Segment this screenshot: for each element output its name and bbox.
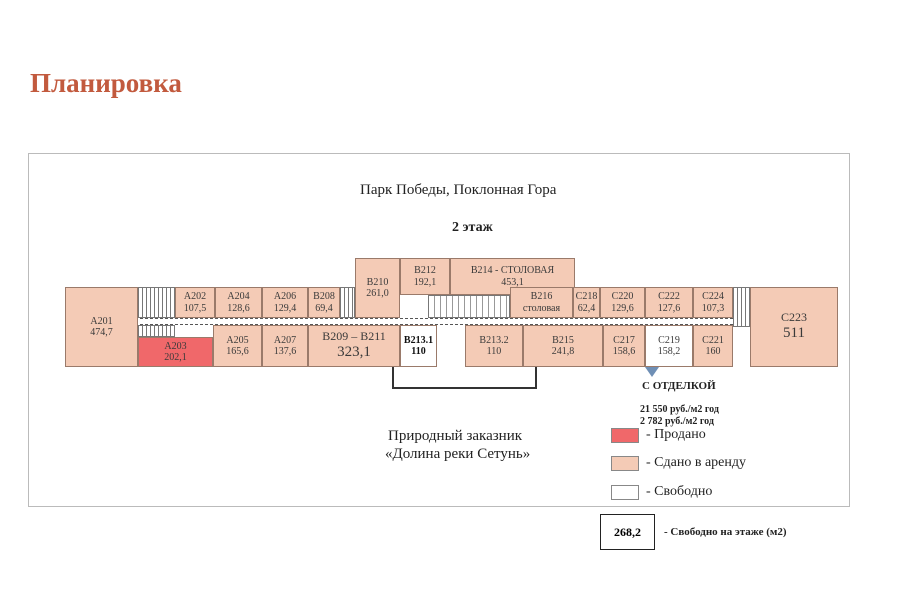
unit-id: B210: [366, 276, 389, 288]
unit-id: C220: [611, 291, 634, 302]
unit-id: A203: [164, 340, 187, 352]
unit-area: 110: [486, 346, 502, 357]
unit-area: 474,7: [90, 327, 113, 338]
unit-id: C222: [658, 291, 680, 302]
unit-area: 158,6: [612, 346, 636, 357]
legend-swatch-rented: [611, 456, 639, 471]
finish-note: С ОТДЕЛКОЙ: [642, 380, 716, 392]
unit-id: C221: [702, 334, 724, 346]
unit-area: 129,6: [611, 302, 634, 314]
bottom-caption-1: Природный заказник: [388, 428, 523, 444]
entrance: [392, 367, 537, 389]
unit-area: 453,1: [501, 276, 524, 288]
corridor: [65, 318, 838, 325]
price-2: 2 782 руб./м2 год: [640, 416, 714, 427]
stairwell: [340, 287, 355, 318]
unit-id: A205: [226, 334, 249, 346]
floor-plan-frame: [28, 153, 850, 507]
unit-area: 69,4: [315, 302, 333, 314]
unit-area: 62,4: [577, 302, 596, 314]
unit-id: B212: [414, 265, 436, 276]
legend-rented: - Сдано в аренду: [646, 455, 746, 470]
unit-area: 128,6: [227, 302, 250, 314]
free-area-label: - Свободно на этаже (м2): [664, 526, 787, 538]
unit-area: 202,1: [164, 352, 187, 363]
unit-id: A202: [183, 291, 207, 302]
unit-area: 165,6: [226, 346, 249, 357]
unit-area: 261,0: [366, 288, 389, 299]
unit-id: B216: [530, 291, 553, 302]
free-area-value: 268,2: [600, 514, 655, 550]
unit-area: 160: [705, 346, 721, 357]
unit-area: 110: [411, 346, 426, 357]
elevator-hall: [428, 295, 510, 318]
stairwell: [138, 325, 175, 337]
unit-id: A204: [227, 291, 250, 302]
price-1: 21 550 руб./м2 год: [640, 404, 719, 415]
unit-area: 127,6: [657, 302, 681, 314]
unit-area: столовая: [522, 302, 561, 314]
stairwell: [138, 287, 175, 318]
unit-id: A201: [90, 315, 113, 327]
unit-id: C219: [658, 334, 680, 346]
unit-id: C223: [780, 310, 807, 325]
unit-id: A207: [273, 334, 297, 346]
unit-id: C218: [575, 291, 598, 302]
unit-id: B213.1: [403, 334, 434, 346]
unit-id: B215: [552, 334, 574, 346]
unit-id: B208: [313, 291, 335, 302]
unit-id: C224: [702, 291, 724, 302]
unit-id: B214 - СТОЛОВАЯ: [470, 265, 555, 276]
unit-area: 107,3: [701, 302, 725, 314]
legend-swatch-sold: [611, 428, 639, 443]
unit-area: 241,8: [551, 346, 575, 357]
arrow-down-icon: [645, 367, 659, 377]
bottom-caption-2: «Долина реки Сетунь»: [385, 446, 531, 462]
unit-id: C217: [613, 334, 635, 346]
legend-swatch-free: [611, 485, 639, 500]
legend-sold: - Продано: [646, 427, 706, 442]
page-title: Планировка: [30, 68, 182, 98]
unit-area: 192,1: [413, 276, 437, 288]
unit-area: 129,4: [273, 302, 297, 314]
unit-area: 511: [783, 325, 805, 342]
unit-area: 137,6: [273, 346, 297, 357]
legend-free: - Свободно: [646, 484, 713, 499]
unit-id: B213.2: [479, 334, 509, 346]
unit-id: A206: [273, 291, 297, 302]
floor-label: 2 этаж: [452, 220, 493, 235]
unit-area: 158,2: [657, 346, 681, 357]
unit-area: 323,1: [337, 344, 371, 361]
unit-area: 107,5: [183, 302, 207, 314]
unit-id: B209 – B211: [322, 329, 386, 344]
top-caption: Парк Победы, Поклонная Гора: [360, 182, 557, 198]
